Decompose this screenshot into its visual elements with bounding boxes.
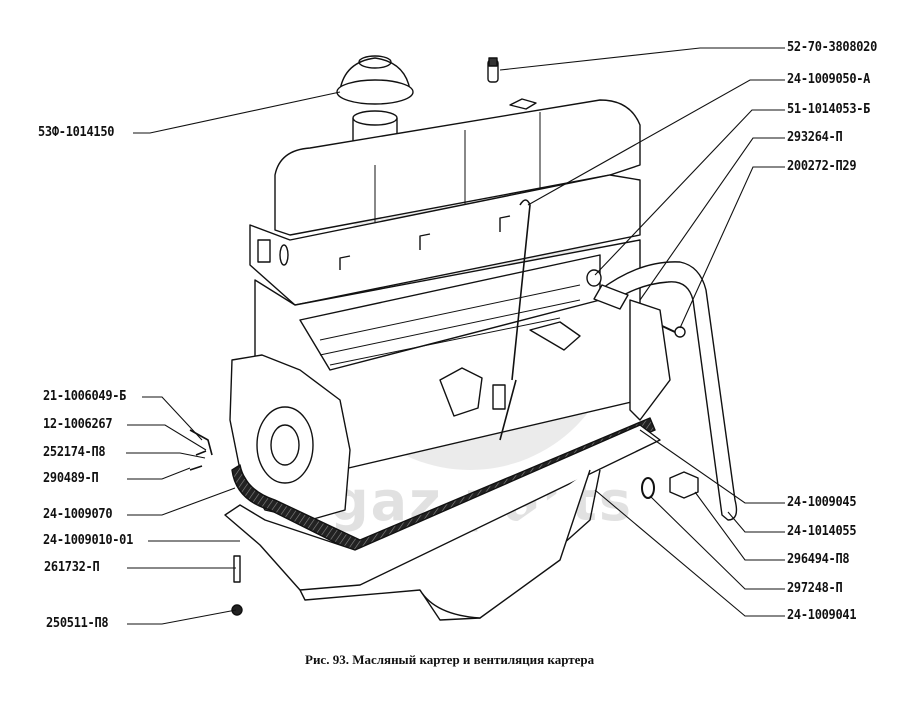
leader-vent-hose xyxy=(727,511,785,533)
leader-bolt xyxy=(127,467,191,480)
leader-lines xyxy=(126,47,785,625)
oil-pan-part xyxy=(224,424,661,591)
leader-side-gasket xyxy=(639,429,785,504)
callout-plate: 12-1006267 xyxy=(43,417,113,432)
callout-bolt: 290489-П xyxy=(43,471,99,486)
flywheel-housing xyxy=(229,354,351,521)
sensor-part xyxy=(487,57,499,83)
callout-oil-pan: 24-1009010-01 xyxy=(43,533,134,548)
callout-filler-cap: 53Ф-1014150 xyxy=(38,125,115,140)
drain-plug-part xyxy=(669,471,699,499)
nut-part xyxy=(231,604,243,616)
callout-clamp: 293264-П xyxy=(787,130,843,145)
callout-vent-seal: 51-1014053-Б xyxy=(787,102,871,117)
callout-front-gasket: 24-1009070 xyxy=(43,507,113,522)
leader-front-gasket xyxy=(127,487,236,516)
cylinder-head xyxy=(249,174,641,306)
callout-drain-plug: 296494-П8 xyxy=(787,552,850,567)
callout-side-gasket: 24-1009045 xyxy=(787,495,857,510)
vent-tube xyxy=(599,261,738,521)
leader-filler-cap xyxy=(133,91,341,134)
callout-stud: 261732-П xyxy=(44,560,100,575)
callout-drain-gasket: 297248-П xyxy=(787,581,843,596)
leader-plate xyxy=(127,424,207,451)
pan-gasket xyxy=(231,417,656,556)
callout-screw: 200272-П29 xyxy=(787,159,857,174)
stud-part xyxy=(233,555,241,583)
drain-gasket-part xyxy=(641,477,655,499)
dipstick-part xyxy=(499,199,531,441)
leader-dipstick xyxy=(527,79,785,206)
leader-screw xyxy=(679,166,785,329)
leader-drain-plug xyxy=(694,491,785,561)
leader-bracket xyxy=(142,396,203,441)
callout-dipstick: 24-1009050-А xyxy=(787,72,871,87)
callout-vent-hose: 24-1014055 xyxy=(787,524,857,539)
leader-nut xyxy=(127,609,237,625)
callout-bracket: 21-1006049-Б xyxy=(43,389,127,404)
callout-sensor: 52-70-3808020 xyxy=(787,40,878,55)
leader-drain-gasket xyxy=(649,495,785,590)
leader-vent-seal xyxy=(594,109,785,276)
callout-rear-gasket: 24-1009041 xyxy=(787,608,857,623)
leader-rear-gasket xyxy=(594,489,785,617)
leader-clamp xyxy=(639,137,785,301)
leader-washer xyxy=(126,452,206,459)
callout-nut: 250511-П8 xyxy=(46,616,109,631)
callout-washer: 252174-П8 xyxy=(43,445,106,460)
figure-caption: Рис. 93. Масляный картер и вентиляция ка… xyxy=(305,652,595,667)
leader-sensor xyxy=(499,47,785,71)
valve-cover xyxy=(274,99,641,236)
